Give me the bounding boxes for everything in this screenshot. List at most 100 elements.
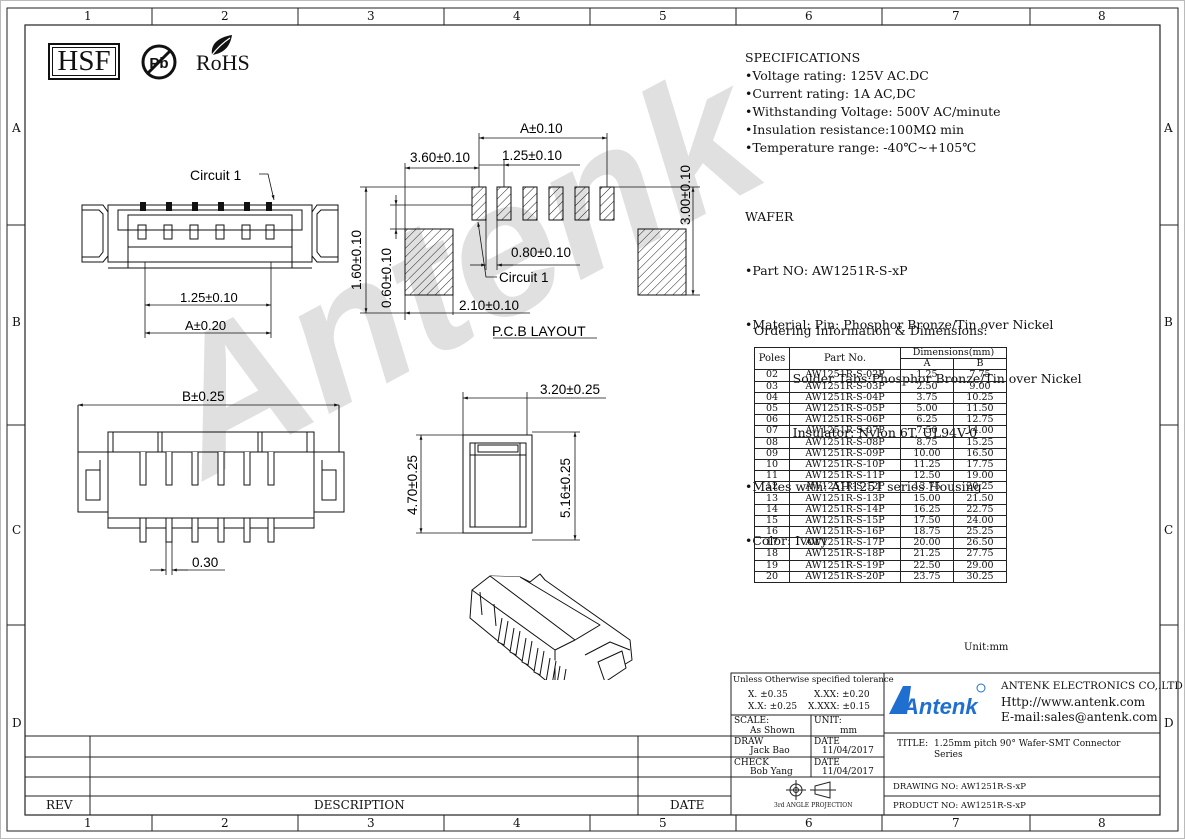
- product-no: PRODUCT NO: AW1251R-S-xP: [893, 801, 1026, 811]
- col-label: 8: [1098, 816, 1106, 830]
- col-label: 4: [513, 816, 521, 830]
- projection-label: 3rd ANGLE PROJECTION: [774, 802, 853, 809]
- drawing-no: DRAWING NO: AW1251R-S-xP: [893, 782, 1026, 792]
- unit-value: mm: [840, 726, 858, 736]
- row-label: A: [1164, 121, 1173, 135]
- dim-pcb-160: 1.60±0.10: [349, 230, 364, 290]
- tol-xxx: X.XXX: ±0.15: [808, 702, 870, 712]
- cell-b: 29.00: [953, 559, 1007, 572]
- title-line-1: 1.25mm pitch 90° Wafer-SMT Connector: [934, 739, 1121, 749]
- tolerance-title: Unless Otherwise specified tolerance: [733, 675, 894, 685]
- hsf-text: HSF: [57, 45, 111, 77]
- dim-pcb-pitch: 1.25±0.10: [502, 148, 562, 163]
- description-label: DESCRIPTION: [314, 798, 405, 812]
- draw-label: DRAW: [734, 737, 764, 747]
- wafer-line: •Part NO: AW1251R-S-xP: [745, 263, 908, 278]
- antenk-logo: Antenk: [889, 683, 986, 719]
- dim-pcb-a: A±0.10: [520, 121, 563, 136]
- scale-value: As Shown: [750, 726, 795, 736]
- col-label: 2: [221, 9, 229, 23]
- iso-pins: [497, 617, 567, 680]
- dim-pcb-210: 2.10±0.10: [459, 298, 519, 313]
- col-label: 3: [367, 816, 375, 830]
- rohs-text: RoHS: [196, 50, 250, 75]
- date-label: DATE: [670, 798, 705, 812]
- col-label: 1: [84, 9, 92, 23]
- no-lead-icon: Pb: [141, 44, 177, 80]
- pb-text: Pb: [149, 55, 168, 72]
- check-name: Bob Yang: [750, 767, 793, 777]
- dim-end-516: 5.16±0.25: [558, 458, 573, 518]
- row-label: D: [12, 716, 22, 730]
- title-line-2: Series: [934, 750, 963, 760]
- top-view: [81, 204, 339, 269]
- wafer-line: •Material: Pin: Phosphor Bronze/Tin over…: [745, 317, 1054, 332]
- column-labels-bottom: 1 2 3 4 5 6 7 8: [0, 816, 1185, 832]
- wafer-title: WAFER: [745, 209, 794, 224]
- dim-pcb-360: 3.60±0.10: [410, 150, 470, 165]
- spec-item: •Voltage rating: 125V AC.DC: [745, 68, 929, 83]
- scale-label: SCALE:: [734, 716, 770, 726]
- ordering-title: Ordering Information & Dimensions:: [754, 323, 988, 338]
- draw-date-label: DATE: [814, 737, 840, 747]
- dim-pcb-080: 0.80±0.10: [511, 245, 571, 260]
- tol-x: X. ±0.35: [748, 690, 788, 700]
- dim-front-a: A±0.20: [185, 318, 226, 333]
- col-label: 6: [805, 816, 813, 830]
- row-label: A: [12, 121, 21, 135]
- circuit-1-pcb-label: Circuit 1: [499, 270, 549, 285]
- col-label: 1: [84, 816, 92, 830]
- col-label: 7: [952, 816, 960, 830]
- col-label: 8: [1098, 9, 1106, 23]
- title-label: TITLE:: [897, 739, 929, 749]
- col-label: 7: [952, 9, 960, 23]
- leaf-icon: [211, 35, 232, 56]
- check-date-label: DATE: [814, 758, 840, 768]
- col-label: 3: [367, 9, 375, 23]
- dim-pcb-300: 3.00±0.10: [678, 165, 693, 225]
- pcb-layout-title: P.C.B LAYOUT: [492, 323, 586, 339]
- row-label: C: [12, 523, 22, 537]
- top-view-pins: [137, 202, 275, 240]
- dim-pcb-060: 0.60±0.10: [379, 248, 394, 308]
- spec-title: SPECIFICATIONS: [745, 50, 861, 65]
- company-email: E-mail:sales@antenk.com: [1001, 710, 1158, 724]
- draw-date: 11/04/2017: [822, 746, 874, 756]
- column-labels-top: 1 2 3 4 5 6 7 8: [0, 9, 1185, 25]
- spec-item: •Insulation resistance:100MΩ min: [745, 122, 965, 137]
- row-label: D: [1164, 716, 1174, 730]
- unit-label: UNIT:: [814, 716, 842, 726]
- row-label: C: [1164, 523, 1174, 537]
- rev-label: REV: [46, 798, 73, 812]
- col-label: 5: [659, 816, 667, 830]
- spec-item: •Withstanding Voltage: 500V AC/minute: [745, 104, 1001, 119]
- dim-side-030: 0.30: [192, 555, 218, 570]
- tol-xx: X.XX: ±0.20: [814, 690, 870, 700]
- row-label: B: [1164, 315, 1173, 329]
- company-name: ANTENK ELECTRONICS CO,.LTD: [1001, 680, 1183, 692]
- dim-end-320: 3.20±0.25: [540, 382, 600, 397]
- col-label: 5: [659, 9, 667, 23]
- unit-note: Unit:mm: [964, 642, 1009, 653]
- dim-side-b: B±0.25: [182, 389, 225, 404]
- dim-end-470: 4.70±0.25: [405, 455, 420, 515]
- technical-drawing: Circuit 1 1.25±0.10 A±0.20: [77, 121, 700, 680]
- col-label: 2: [221, 816, 229, 830]
- company-website: Http://www.antenk.com: [1001, 695, 1146, 709]
- spec-item: •Temperature range: -40℃~+105℃: [745, 140, 977, 155]
- draw-name: Jack Bao: [750, 746, 790, 756]
